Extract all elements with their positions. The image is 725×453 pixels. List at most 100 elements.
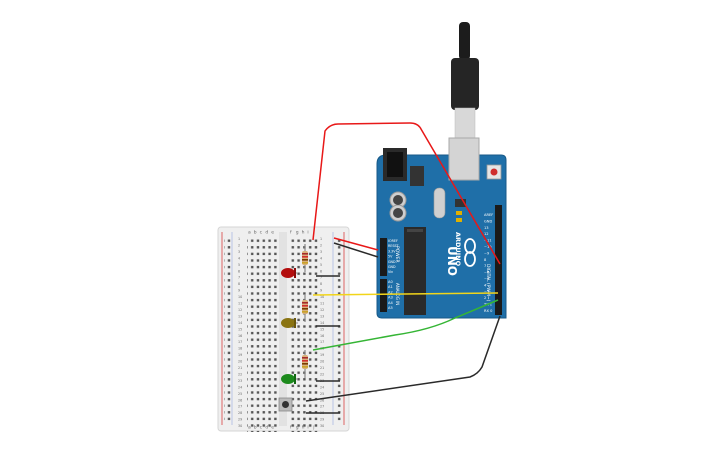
column-letter: b — [254, 230, 257, 236]
row-number: 19 — [238, 353, 242, 357]
row-number: 15 — [238, 327, 242, 331]
analog-pin-label: A0 — [388, 280, 393, 284]
row-number: 26 — [238, 398, 242, 402]
row-number: 11 — [238, 302, 242, 306]
power-pin-label: 5V — [388, 255, 393, 259]
column-letter: f — [290, 425, 292, 431]
digital-pin-label: 13 — [484, 226, 489, 230]
row-number: 12 — [320, 308, 324, 312]
row-number: 14 — [238, 321, 242, 325]
row-number: 24 — [238, 385, 242, 389]
pushbutton[interactable] — [278, 397, 293, 412]
row-number: 10 — [238, 295, 242, 299]
green-wire[interactable] — [312, 299, 499, 351]
row-number: 21 — [238, 366, 242, 370]
column-letter: a — [248, 426, 251, 431]
row-number: 21 — [320, 366, 324, 370]
arduino-uno-board[interactable]: ARDUINO UNO DIGITAL (PWM~) POWER ANALOG … — [376, 22, 507, 319]
row-number: 11 — [320, 302, 324, 306]
row-number: 29 — [238, 418, 242, 422]
row-number: 25 — [238, 392, 242, 396]
usb-port[interactable] — [448, 137, 480, 181]
column-letter: h — [302, 425, 305, 431]
small-chip — [455, 199, 466, 207]
row-number: 28 — [238, 411, 242, 415]
led-red[interactable] — [281, 268, 298, 278]
digital-section-label: DIGITAL (PWM~) — [485, 264, 491, 302]
row-number: 6 — [238, 269, 240, 273]
power-pin-label: 3.3V — [388, 249, 396, 253]
column-letter: e — [271, 231, 274, 236]
power-pin-label: GND — [388, 265, 396, 269]
row-number: 29 — [320, 418, 324, 422]
row-number: 27 — [238, 405, 242, 409]
crystal — [433, 187, 446, 219]
black-wire-button[interactable] — [305, 315, 501, 402]
row-number: 14 — [320, 321, 324, 325]
red-wire-rail[interactable] — [333, 237, 379, 251]
column-letter: f — [290, 230, 292, 236]
resistor[interactable] — [302, 244, 308, 272]
digital-pin-label: RX 0 — [484, 309, 493, 313]
microcontroller-chip — [404, 227, 426, 315]
row-number: 17 — [320, 340, 324, 344]
row-number: 25 — [320, 392, 324, 396]
row-number: 1 — [320, 237, 322, 241]
column-letter: g — [296, 231, 299, 236]
row-number: 27 — [320, 405, 324, 409]
voltage-regulator — [410, 166, 424, 186]
power-pin-label: GND — [388, 260, 396, 264]
rail-holes-left[interactable] — [224, 236, 231, 422]
row-number: 9 — [320, 289, 322, 293]
digital-pin-label: 4 — [484, 283, 487, 287]
row-number: 3 — [238, 250, 240, 254]
resistor[interactable] — [302, 350, 308, 378]
analog-header[interactable] — [380, 279, 387, 312]
red-wire-5v[interactable] — [312, 122, 501, 265]
row-number: 20 — [320, 360, 324, 364]
column-letter: h — [302, 230, 305, 236]
column-letter: e — [271, 426, 274, 431]
arduino-model-label: UNO — [445, 246, 459, 276]
led-yellow[interactable] — [281, 318, 298, 328]
yellow-wire[interactable] — [312, 292, 499, 296]
column-letter: i — [307, 230, 308, 236]
power-pin-label: RESET — [388, 244, 400, 248]
digital-pin-label: ~5 — [484, 277, 489, 281]
row-number: 5 — [320, 263, 322, 267]
row-number: 8 — [238, 282, 240, 286]
column-letter: b — [254, 425, 257, 431]
power-pin-label: Vin — [388, 270, 393, 274]
column-letter: a — [248, 231, 251, 236]
row-number: 2 — [238, 243, 240, 247]
rail-holes-right[interactable] — [335, 236, 342, 422]
row-number: 26 — [320, 398, 324, 402]
usb-cable[interactable] — [451, 22, 479, 139]
row-number: 22 — [320, 372, 324, 376]
row-number: 19 — [320, 353, 324, 357]
terminal-holes-left[interactable] — [247, 236, 277, 432]
column-letter: j — [312, 425, 314, 431]
reset-button-cap[interactable] — [490, 168, 498, 176]
analog-pin-label: A3 — [388, 296, 393, 300]
black-wire-gnd-rail[interactable] — [333, 242, 379, 258]
resistor[interactable] — [302, 294, 308, 322]
column-letter: d — [265, 425, 268, 431]
column-letter: d — [265, 230, 268, 236]
row-number: 7 — [238, 276, 240, 280]
ground-jumpers[interactable] — [306, 275, 340, 414]
row-number: 3 — [320, 250, 322, 254]
terminal-holes-right[interactable] — [289, 236, 319, 432]
row-number: 17 — [238, 340, 242, 344]
led-green[interactable] — [281, 374, 298, 384]
column-letter: c — [260, 426, 263, 431]
row-number: 15 — [320, 327, 324, 331]
column-letter: c — [260, 231, 263, 236]
analog-pin-label: A4 — [388, 301, 393, 305]
power-header[interactable] — [380, 238, 387, 276]
row-number: 13 — [320, 314, 324, 318]
